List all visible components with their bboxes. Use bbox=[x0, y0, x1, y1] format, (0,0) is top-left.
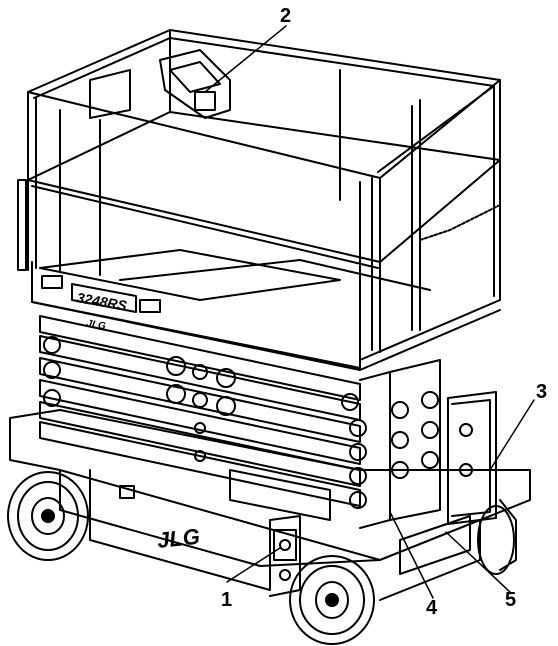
callout-4: 4 bbox=[426, 597, 438, 619]
leader-lines bbox=[204, 25, 535, 599]
platform-guardrail bbox=[17, 29, 501, 361]
control-box bbox=[89, 49, 231, 119]
callout-3: 3 bbox=[536, 381, 547, 403]
callout-5: 5 bbox=[505, 589, 516, 611]
side-bracket bbox=[447, 391, 497, 525]
wheel-front-right bbox=[477, 499, 517, 575]
brand-label-deck: JLG bbox=[85, 318, 106, 332]
wheel-front-left bbox=[289, 555, 375, 645]
chassis bbox=[9, 409, 531, 601]
brand-label-chassis: JLG bbox=[156, 524, 201, 553]
callout-1: 1 bbox=[221, 589, 232, 611]
scissor-stack bbox=[39, 315, 441, 529]
platform-deck bbox=[31, 249, 501, 371]
wheel-rear-left bbox=[7, 471, 89, 561]
callout-2: 2 bbox=[280, 5, 291, 27]
